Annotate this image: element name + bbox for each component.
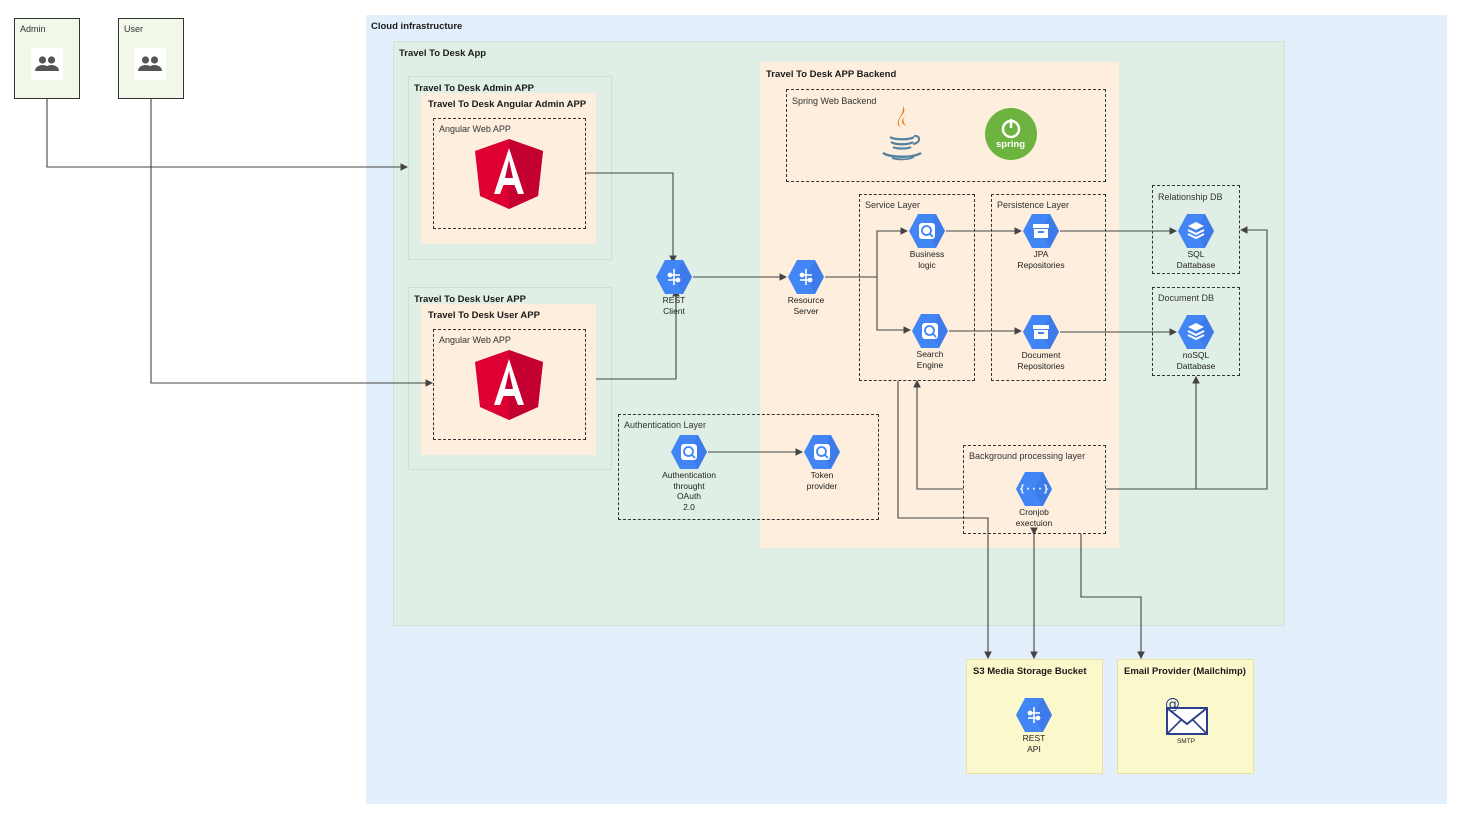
api-icon (1016, 698, 1052, 732)
rest-api-node-label: REST API (1022, 733, 1046, 754)
travel-to-desk-app-title: Travel To Desk App (399, 48, 487, 59)
admin-angular-app-title: Travel To Desk Angular Admin APP (428, 99, 587, 110)
token-provider-node-label: Token provider (806, 470, 838, 491)
user-actor-label: User (124, 24, 144, 34)
document-repositories-node[interactable] (1022, 313, 1060, 351)
wire-cron-to-nosql (1106, 375, 1200, 490)
jpa-repositories-node-label: JPA Repositories (1017, 249, 1065, 270)
code-icon: {···} (1016, 472, 1052, 506)
wire-cron-to-sql (1196, 226, 1268, 490)
nosql-database-node[interactable] (1177, 313, 1215, 351)
user-angular-app-title: Travel To Desk User APP (428, 310, 540, 321)
rest-api-node[interactable] (1015, 696, 1053, 734)
wire-resource-to-search (876, 277, 912, 334)
user-app-title: Travel To Desk User APP (414, 294, 526, 305)
people-icon (31, 48, 63, 80)
wire-admin-web-to-rest-client (586, 172, 677, 264)
cloud-infrastructure-title: Cloud infrastructure (371, 21, 463, 32)
wire-user-web-to-rest-client (596, 288, 680, 380)
angular-logo (474, 349, 544, 421)
sql-database-node[interactable] (1177, 212, 1215, 250)
svg-text:@: @ (1165, 696, 1180, 713)
token-provider-node[interactable] (803, 433, 841, 471)
spring-logo (984, 107, 1038, 161)
nosql-database-node-label: noSQL Dattabase (1176, 350, 1216, 371)
angular-logo (474, 138, 544, 210)
wire-user-to-user-app (150, 99, 434, 387)
admin-angular-web-app-label: Angular Web APP (439, 124, 511, 134)
service-layer-label: Service Layer (865, 200, 921, 210)
relationship-db-label: Relationship DB (1158, 192, 1223, 202)
persistence-layer-label: Persistence Layer (997, 200, 1070, 210)
admin-actor-label: Admin (20, 24, 46, 34)
relationship-db (1152, 185, 1240, 274)
storage-icon (1023, 315, 1059, 349)
cronjob-node-label: Cronjob exectuion (1015, 507, 1053, 528)
resource-server-node-label: Resource Server (787, 295, 825, 316)
search-icon (671, 435, 707, 469)
authentication-layer-label: Authentication Layer (624, 420, 707, 430)
spring-logo-text: spring (996, 139, 1026, 150)
business-logic-node-label: Business logic (909, 249, 945, 270)
document-repositories-node-label: Document Repositories (1017, 350, 1065, 371)
wire-resource-to-business (825, 227, 909, 278)
background-processing-layer-label: Background processing layer (969, 451, 1086, 461)
user-angular-web-app-label: Angular Web APP (439, 335, 511, 345)
search-icon (912, 314, 948, 348)
wire-cron-to-email (1080, 534, 1145, 660)
admin-app-region (408, 76, 612, 260)
search-engine-node[interactable] (911, 312, 949, 350)
rest-client-node-label: REST Client (662, 295, 686, 316)
spring-web-backend (786, 89, 1106, 182)
user-angular-web-app[interactable] (433, 329, 586, 440)
authentication-node[interactable] (670, 433, 708, 471)
admin-app-title: Travel To Desk Admin APP (414, 83, 535, 94)
admin-angular-web-app[interactable] (433, 118, 586, 229)
email-title: Email Provider (Mailchimp) (1124, 666, 1246, 677)
authentication-layer (618, 414, 879, 520)
envelope-icon: @ (1162, 695, 1210, 736)
storage-icon (1023, 214, 1059, 248)
resource-server-node[interactable] (787, 258, 825, 296)
api-icon (656, 260, 692, 294)
search-icon (909, 214, 945, 248)
wire-service-to-s3 (897, 381, 992, 660)
search-engine-node-label: Search Engine (916, 349, 944, 370)
wire-cron-to-search (913, 379, 963, 490)
api-icon (788, 260, 824, 294)
persistence-layer (991, 194, 1106, 381)
sql-database-node-label: SQL Dattabase (1176, 249, 1216, 270)
authentication-node-label: Authentication throught OAuth 2.0 (662, 470, 716, 512)
document-db-label: Document DB (1158, 293, 1215, 303)
people-icon (134, 48, 166, 80)
cronjob-node[interactable]: {···} (1015, 470, 1053, 508)
spring-web-backend-label: Spring Web Backend (792, 96, 877, 106)
svg-text:{···}: {···} (1019, 484, 1049, 495)
search-icon (804, 435, 840, 469)
database-icon (1178, 214, 1214, 248)
jpa-repositories-node[interactable] (1022, 212, 1060, 250)
s3-title: S3 Media Storage Bucket (973, 666, 1087, 677)
wire-admin-to-admin-app (46, 99, 409, 171)
backend-title: Travel To Desk APP Backend (766, 69, 897, 80)
java-logo (878, 104, 926, 162)
smtp-label: SMTP (1176, 738, 1196, 745)
database-icon (1178, 315, 1214, 349)
business-logic-node[interactable] (908, 212, 946, 250)
rest-client-node[interactable] (655, 258, 693, 296)
